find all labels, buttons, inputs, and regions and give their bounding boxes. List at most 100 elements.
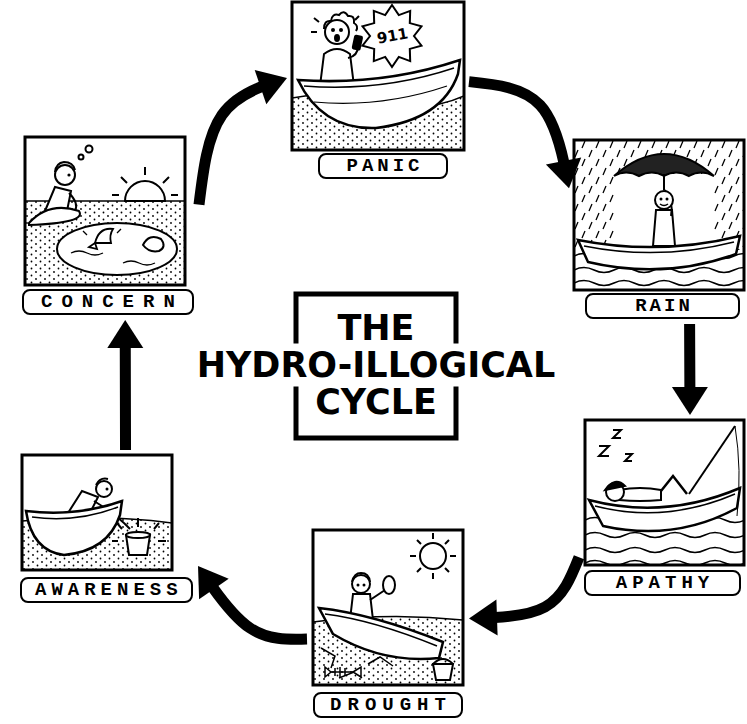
leaning-person-part (96, 479, 108, 485)
person-with-umbrella-part (660, 198, 663, 201)
dry-bucket (112, 518, 166, 555)
cycle-arrow (199, 70, 287, 205)
empty-bucket (433, 659, 453, 680)
panel-ground (25, 137, 185, 285)
cycle-arrow (107, 320, 143, 450)
cycle-stage: AWARENESS (20, 455, 193, 603)
panicked-person-part (339, 28, 343, 32)
label-anchor: 911 (0, 0, 31, 17)
panel-frame (574, 140, 744, 290)
umbrella-part (614, 154, 714, 176)
dead-fish-part (325, 667, 331, 677)
sun-part (420, 543, 446, 569)
stage-label: DROUGHT (313, 692, 463, 718)
apathy-panel (585, 420, 745, 566)
dry-bucket-part (126, 532, 150, 538)
hot-person-part (352, 575, 370, 593)
rowboat (578, 236, 740, 269)
stage-label: AWARENESS (20, 577, 193, 603)
cycle-stage: CONCERN (22, 137, 194, 315)
concerned-person-part (67, 173, 70, 176)
umbrella-part (663, 174, 665, 190)
dead-fish-part (353, 667, 361, 677)
shrinking-pond-part (71, 251, 155, 265)
arrow-head (107, 320, 143, 348)
hot-person-part (357, 584, 360, 587)
panicked-person-part (325, 20, 349, 44)
rowboat-part (26, 501, 122, 555)
person-with-umbrella-part (666, 198, 669, 201)
panel-ground (313, 530, 463, 685)
jumping-fish-part (83, 229, 121, 235)
panel-frame (292, 2, 464, 150)
person-with-umbrella-part (660, 204, 668, 206)
dead-fish-part (331, 667, 353, 677)
stage-label: RAIN (585, 293, 740, 319)
sun (410, 533, 456, 579)
sleep-symbol (599, 430, 632, 461)
stranded-boat (319, 608, 443, 659)
stage-label: APATHY (584, 570, 741, 596)
concerned-person-part (55, 162, 75, 172)
rowboat-part (32, 507, 118, 519)
rain-panel (574, 140, 747, 290)
jumping-fish (83, 229, 121, 249)
rowboat (26, 501, 122, 555)
title-holder: THE HYDRO-ILLOGICAL CYCLE (166, 310, 586, 421)
person-with-umbrella (653, 190, 675, 246)
rowboat-part (298, 60, 460, 128)
arrow-head (255, 70, 287, 104)
rowboat (589, 488, 740, 531)
sleeping-person (605, 476, 687, 501)
rowboat-part (578, 236, 740, 269)
arrow-head (198, 566, 229, 599)
arrow-shaft (199, 78, 287, 205)
shrinking-pond (57, 223, 177, 275)
cycle-arrow (672, 324, 708, 415)
sleeping-person-part (619, 488, 661, 501)
hot-person (350, 573, 395, 620)
sun-part (410, 533, 456, 579)
panicked-person-part (334, 34, 340, 42)
cycle-stage: APATHY (584, 420, 744, 596)
rowboat-part (584, 242, 734, 253)
arrow-head (469, 600, 498, 636)
stranded-boat-part (319, 608, 443, 659)
water-waves-part (585, 533, 745, 538)
rocks (143, 237, 164, 251)
jumping-fish-part (89, 243, 97, 249)
cycle-stage: DROUGHT (312, 530, 464, 718)
panicked-person-part (331, 28, 335, 32)
setting-sun-part (125, 181, 165, 201)
panic-panel (292, 2, 464, 150)
stage-label: PANIC (318, 153, 448, 179)
umbrella (614, 154, 714, 190)
shrinking-pond-part (57, 223, 177, 275)
setting-sun-part (112, 167, 178, 195)
concerned-person-part (29, 208, 80, 225)
stage-label: CONCERN (22, 289, 194, 315)
shore-ground (25, 201, 185, 285)
water-waves-part (585, 548, 745, 553)
stranded-boat-part (325, 614, 437, 646)
panel-frame (313, 530, 463, 685)
person-with-umbrella-part (655, 191, 673, 209)
panel-ground (585, 420, 744, 565)
cycle-stage: RAIN (574, 140, 744, 319)
panel-ground (574, 140, 744, 290)
hot-person-part (383, 576, 395, 594)
arrow-head (546, 157, 581, 188)
rocks-part (143, 237, 164, 251)
cycle-arrow (198, 566, 307, 639)
panel-ground (292, 2, 464, 150)
drought-panel (313, 530, 463, 685)
panel-frame (585, 420, 744, 565)
leaning-person-part (96, 481, 112, 497)
dead-fish (325, 667, 361, 677)
panicked-person-part (353, 36, 363, 50)
rowboat-part (304, 68, 454, 87)
dry-bucket-part (112, 518, 166, 541)
hot-person-part (370, 590, 385, 600)
hot-person-part (352, 573, 370, 582)
